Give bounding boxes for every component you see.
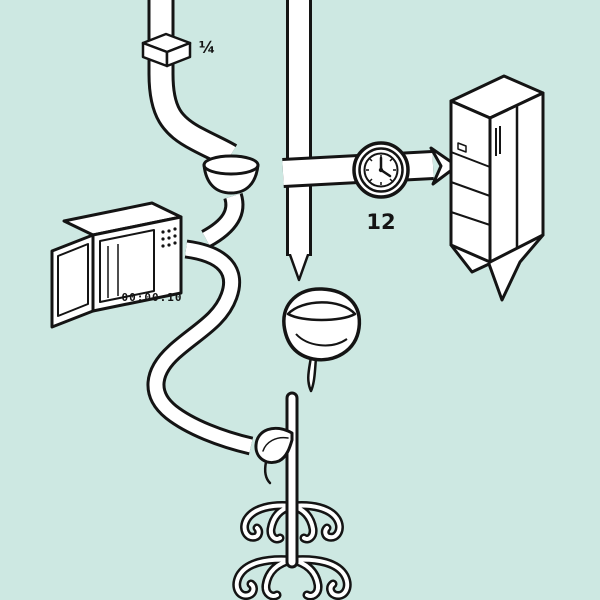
arrowhead-icon xyxy=(429,146,459,186)
ribbon-bowl-to-microwave xyxy=(200,193,245,248)
keypad-dots-icon xyxy=(161,227,177,248)
ribbon-microwave-to-plant xyxy=(146,239,254,456)
fridge-shelf-item xyxy=(457,142,467,153)
leaf-icon xyxy=(254,426,294,485)
fridge-shelves xyxy=(450,151,491,226)
clock-icon xyxy=(352,141,410,199)
microwave-timer-label: 00:00:10 xyxy=(122,291,183,304)
ribbon-flow-path xyxy=(146,0,459,456)
ribbon-butter-to-bowl xyxy=(147,0,238,168)
clock-number-label: 12 xyxy=(366,210,395,234)
butter-quantity-label: ¼ xyxy=(199,38,216,57)
ribbon-center-vertical xyxy=(286,0,312,282)
drip-icon xyxy=(307,355,318,393)
pouring-bowl-icon xyxy=(282,287,362,393)
bowl-icon xyxy=(202,154,260,195)
microwave-icon xyxy=(50,201,183,329)
fridge-handle-icon xyxy=(495,126,501,156)
plant-icon xyxy=(232,391,352,600)
fridge-icon xyxy=(449,74,545,302)
butter-stick-icon xyxy=(141,32,192,68)
clock-ticks xyxy=(366,155,396,185)
